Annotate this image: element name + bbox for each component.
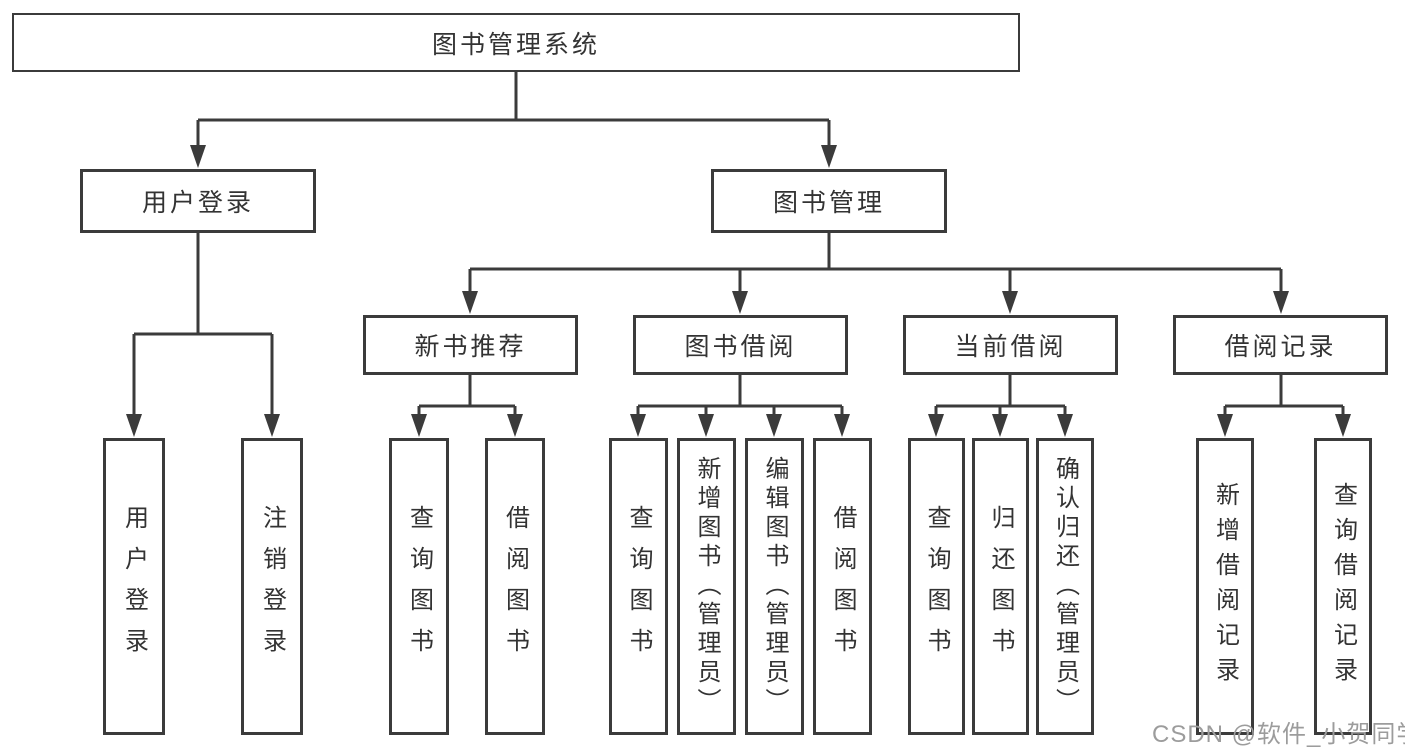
- leaf-label: 编辑图书（管理员）: [761, 456, 788, 717]
- leaf-borrow-books-recommend: 借阅图书: [485, 438, 545, 735]
- leaf-label: 确认归还（管理员）: [1051, 456, 1079, 717]
- node-borrowing-records: 借阅记录: [1173, 315, 1388, 375]
- leaf-return-books: 归还图书: [972, 438, 1029, 735]
- arrowheads: [126, 145, 1351, 437]
- node-current-borrowing: 当前借阅: [903, 315, 1118, 375]
- node-label: 当前借阅: [954, 333, 1067, 361]
- node-label: 用户登录: [141, 189, 254, 217]
- node-label: 图书管理: [772, 189, 885, 217]
- leaf-label: 归还图书: [987, 504, 1014, 669]
- leaf-label: 用户登录: [120, 504, 148, 669]
- leaf-query-borrow-record: 查询借阅记录: [1314, 438, 1372, 735]
- node-label: 图书管理系统: [431, 30, 600, 59]
- leaf-borrow-books: 借阅图书: [813, 438, 872, 735]
- leaf-edit-books-admin: 编辑图书（管理员）: [745, 438, 804, 735]
- leaf-query-books-recommend: 查询图书: [389, 438, 449, 735]
- leaf-label: 借阅图书: [501, 504, 529, 669]
- leaf-label: 借阅图书: [829, 504, 856, 669]
- leaf-label: 新增借阅记录: [1211, 481, 1239, 692]
- node-label: 借阅记录: [1224, 333, 1337, 361]
- node-new-book-recommendation: 新书推荐: [363, 315, 578, 375]
- leaf-label: 新增图书（管理员）: [693, 456, 720, 717]
- node-book-management: 图书管理: [711, 169, 947, 233]
- node-book-borrowing: 图书借阅: [633, 315, 848, 375]
- leaf-query-books-current: 查询图书: [908, 438, 965, 735]
- node-label: 新书推荐: [414, 333, 527, 361]
- csdn-watermark: CSDN @软件_小贺同学: [1152, 721, 1405, 747]
- node-label: 图书借阅: [684, 333, 797, 361]
- leaf-label: 查询图书: [625, 504, 652, 669]
- node-user-login: 用户登录: [80, 169, 316, 233]
- leaf-user-login: 用户登录: [103, 438, 165, 735]
- leaf-confirm-return-admin: 确认归还（管理员）: [1036, 438, 1094, 735]
- leaf-label: 查询图书: [923, 504, 950, 669]
- node-library-management-system: 图书管理系统: [12, 13, 1020, 72]
- leaf-label: 查询图书: [405, 504, 433, 669]
- leaf-add-borrow-record: 新增借阅记录: [1196, 438, 1254, 735]
- leaf-label: 查询借阅记录: [1329, 481, 1357, 692]
- leaf-logout: 注销登录: [241, 438, 303, 735]
- leaf-label: 注销登录: [258, 504, 286, 669]
- leaf-add-books-admin: 新增图书（管理员）: [677, 438, 736, 735]
- leaf-query-books-borrow: 查询图书: [609, 438, 668, 735]
